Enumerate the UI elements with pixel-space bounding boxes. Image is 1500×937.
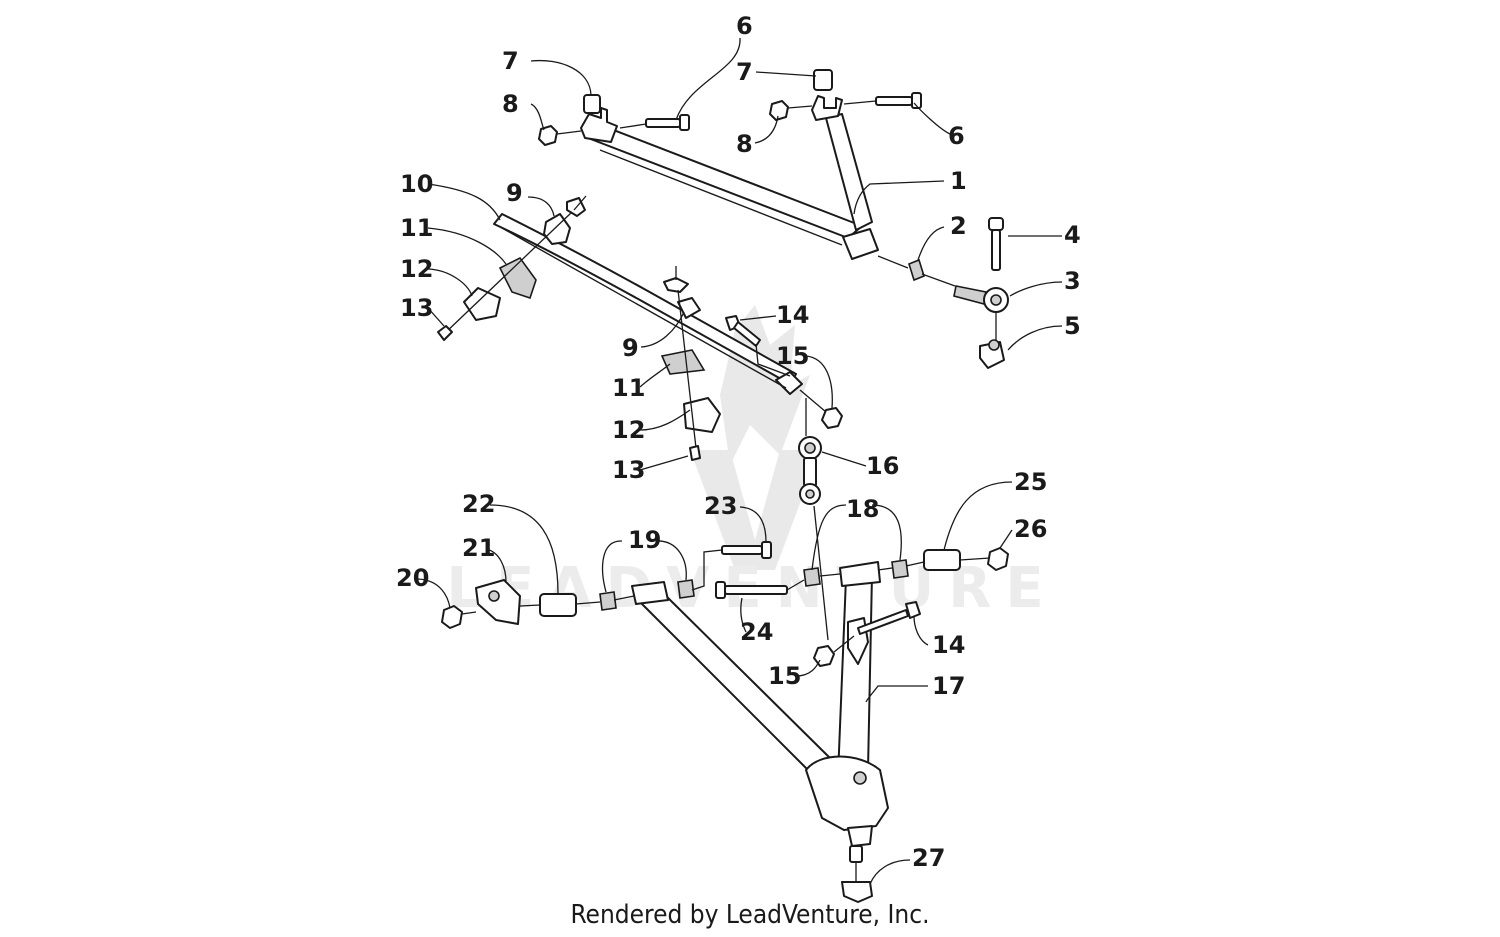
callout-11-left: 11 (400, 214, 433, 242)
bracket-21 (475, 579, 521, 625)
callout-5: 5 (1064, 312, 1081, 340)
callout-7-left: 7 (502, 47, 519, 75)
callout-14-lower: 14 (932, 631, 965, 659)
callout-6-right: 6 (948, 122, 965, 150)
clip-top-mid (663, 277, 689, 293)
nut-20 (441, 605, 463, 629)
bolt-24 (715, 581, 788, 599)
callout-13-left: 13 (400, 294, 433, 322)
bracket-12-mid (683, 397, 721, 433)
bolt-13-left (437, 325, 453, 341)
nut-26 (987, 547, 1009, 571)
bolt-6-left (645, 114, 690, 131)
nut-15-lower (813, 645, 835, 667)
callout-6-top: 6 (736, 12, 753, 40)
callout-20: 20 (396, 564, 429, 592)
bushing-7-left (583, 94, 601, 114)
callout-10: 10 (400, 170, 433, 198)
ball-joint-3 (953, 285, 1009, 313)
callout-17: 17 (932, 672, 965, 700)
callout-15-top: 15 (776, 342, 809, 370)
nut-8-left (538, 125, 558, 146)
nut-27 (841, 881, 873, 903)
bolt-6-right (875, 92, 922, 109)
bolt-13-mid (689, 445, 701, 461)
callout-13-mid: 13 (612, 456, 645, 484)
sleeve-25 (923, 549, 961, 571)
callout-19: 19 (628, 526, 661, 554)
callout-1: 1 (950, 167, 967, 195)
upper-a-arm (580, 95, 879, 260)
nut-15-top (821, 407, 843, 429)
callout-8-left: 8 (502, 90, 519, 118)
bolt-4 (988, 217, 1004, 271)
callout-3: 3 (1064, 267, 1081, 295)
callouts: 1 2 3 4 5 6 6 7 7 8 8 9 9 10 11 11 12 12… (396, 12, 1081, 872)
stabilizer-bar-10 (493, 213, 803, 395)
nut-8-right (769, 100, 789, 121)
footer-credit: Rendered by LeadVenture, Inc. (570, 900, 930, 930)
callout-11-mid: 11 (612, 374, 645, 402)
callout-4: 4 (1064, 221, 1081, 249)
callout-9-mid: 9 (622, 334, 639, 362)
callout-15-lower: 15 (768, 662, 801, 690)
bushing-11-left (498, 256, 537, 300)
callout-18: 18 (846, 495, 879, 523)
callout-21: 21 (462, 534, 495, 562)
link-16 (798, 436, 822, 505)
bushing-7-right (813, 69, 833, 91)
sleeve-22 (539, 593, 577, 617)
callout-14-top: 14 (776, 301, 809, 329)
callout-23: 23 (704, 492, 737, 520)
callout-7-right: 7 (736, 58, 753, 86)
callout-27: 27 (912, 844, 945, 872)
callout-12-mid: 12 (612, 416, 645, 444)
bracket-12-left (463, 287, 501, 321)
bolt-14-lower (857, 601, 921, 635)
callout-26: 26 (1014, 515, 1047, 543)
jam-nut-2 (908, 258, 925, 282)
callout-24: 24 (740, 618, 773, 646)
callout-leaders (417, 37, 1063, 885)
cap-5 (979, 339, 1005, 369)
bushing-18-right (891, 559, 909, 579)
callout-8-right: 8 (736, 130, 753, 158)
clamp-9-left (543, 213, 571, 245)
callout-12-left: 12 (400, 255, 433, 283)
callout-25: 25 (1014, 468, 1047, 496)
bushing-11-mid (660, 349, 706, 375)
callout-16: 16 (866, 452, 899, 480)
callout-2: 2 (950, 212, 967, 240)
callout-22: 22 (462, 490, 495, 518)
bushing-18-left (803, 567, 821, 587)
bushing-19-left (599, 591, 617, 611)
bushing-19-right (677, 579, 695, 599)
callout-9-top: 9 (506, 179, 523, 207)
